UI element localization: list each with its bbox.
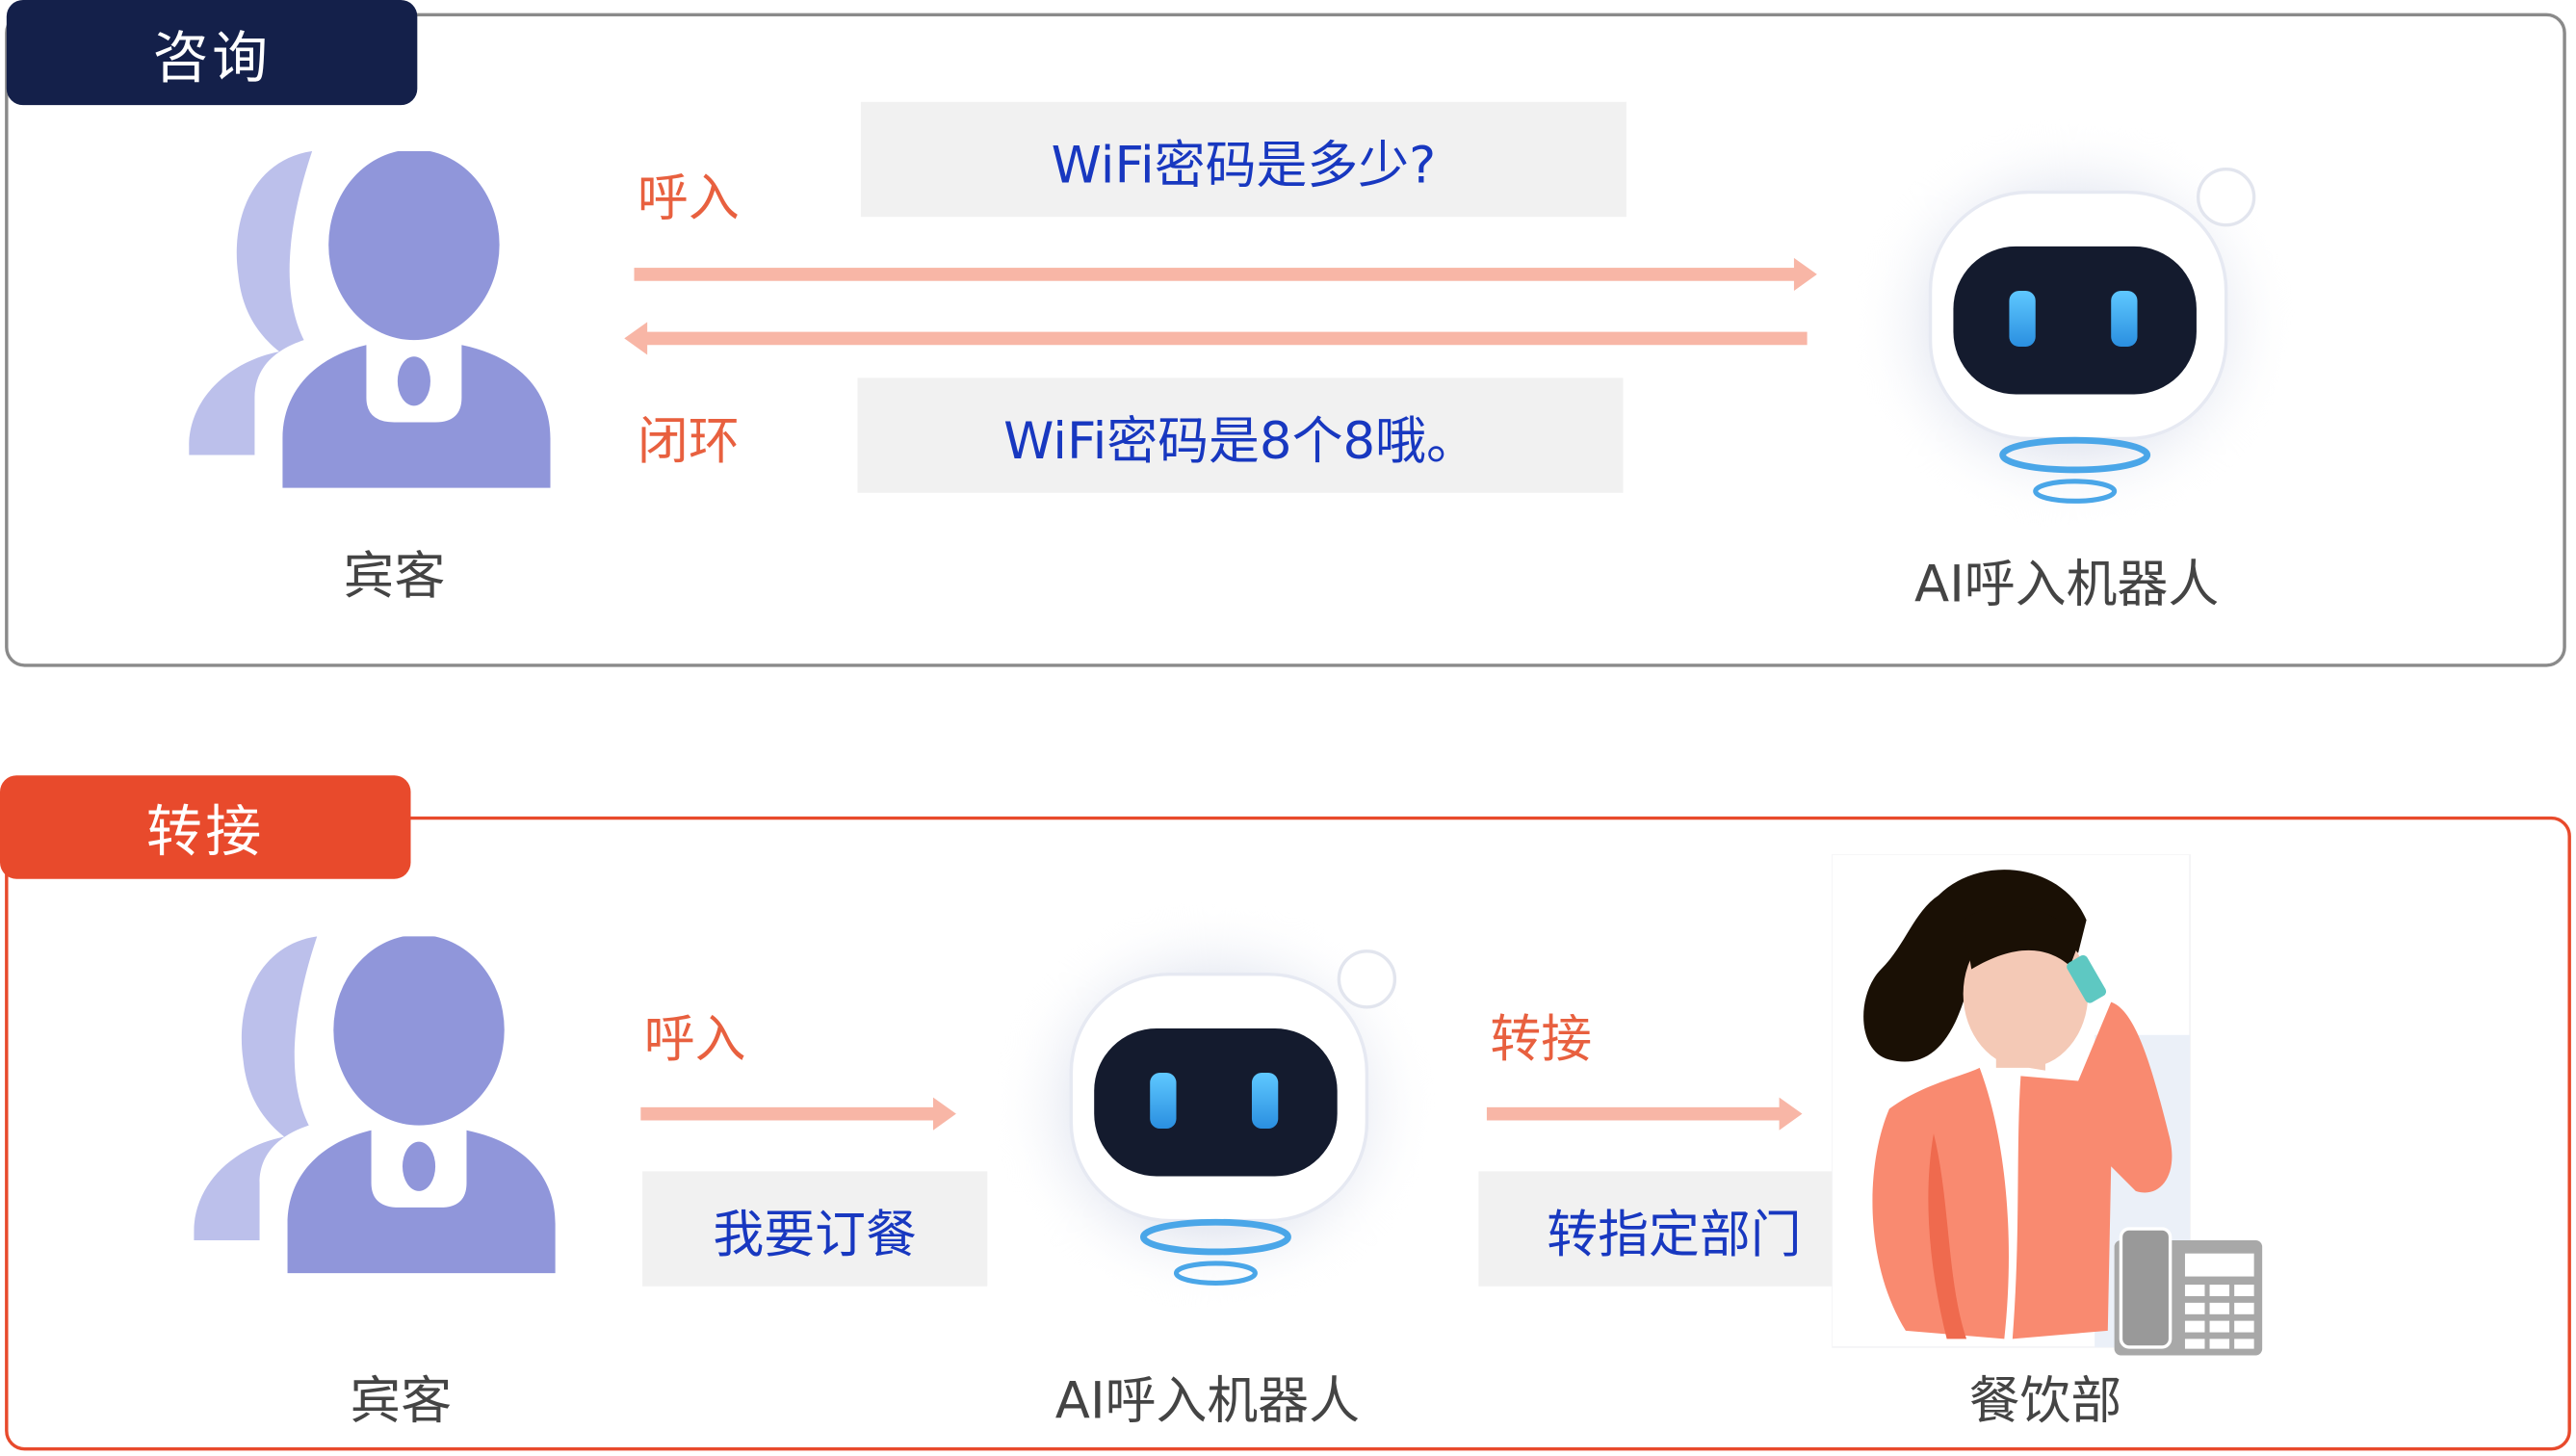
call-in-label: 呼入: [637, 169, 740, 229]
arrow-left: [624, 322, 1808, 355]
consult-panel: [5, 13, 2566, 667]
arrow-right: [640, 1097, 956, 1131]
closed-loop-label: 闭环: [637, 412, 740, 472]
transfer-label: 转接: [1490, 1010, 1593, 1070]
action-bubble: 转指定部门: [1478, 1171, 1870, 1287]
consult-tag: 咨询: [6, 0, 418, 106]
guest-icon: [189, 150, 551, 488]
arrow-right: [1486, 1097, 1803, 1131]
robot-icon: [1852, 118, 2299, 533]
transfer-panel: [5, 816, 2571, 1451]
robot-label: AI呼入机器人: [1914, 555, 2220, 615]
department-label: 餐饮部: [1968, 1371, 2122, 1431]
request-bubble: 我要订餐: [642, 1171, 988, 1287]
transfer-tag: 转接: [0, 775, 411, 879]
robot-icon: [992, 900, 1439, 1314]
guest-icon: [194, 936, 556, 1274]
arrow-right: [634, 257, 1817, 291]
guest-label: 宾客: [350, 1371, 453, 1431]
robot-label: AI呼入机器人: [1054, 1371, 1361, 1431]
question-bubble: WiFi密码是多少?: [860, 101, 1626, 218]
desk-phone-icon: [2114, 1227, 2263, 1356]
staff-on-phone-illustration: [1832, 854, 2263, 1356]
answer-bubble: WiFi密码是8个8哦。: [857, 377, 1624, 493]
call-in-label: 呼入: [643, 1010, 746, 1070]
guest-label: 宾客: [343, 547, 446, 607]
